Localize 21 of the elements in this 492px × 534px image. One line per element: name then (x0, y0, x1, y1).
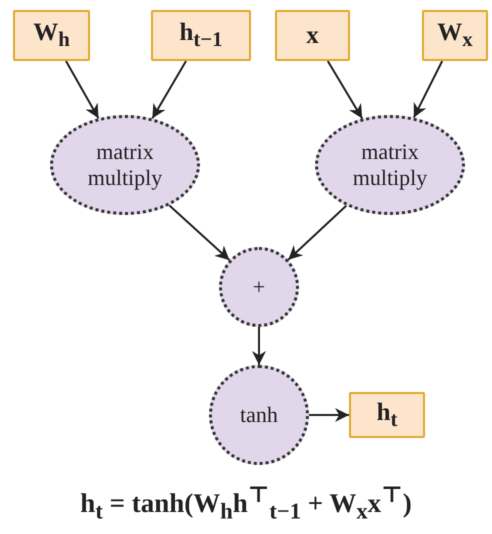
arrow (412, 60, 444, 118)
node-label: h$_{t−1}$ (179, 19, 223, 52)
node-label: matrix multiply (86, 138, 164, 192)
arrow (309, 408, 349, 422)
node-label: + (252, 274, 266, 300)
node-label: W$_{x}$ (437, 19, 473, 52)
variable-box (349, 392, 425, 438)
variable-box (151, 10, 251, 61)
arrow (168, 204, 230, 261)
equation: h$_{t}$ = tanh(W$_{h}$h$^{⊤}$$_{t−1}$ + W$_{x}$x$^{⊤}$) (79, 482, 413, 524)
arrow (252, 327, 266, 365)
node-label: matrix multiply (352, 138, 428, 192)
variable-box (13, 10, 90, 61)
node-label: x (306, 22, 319, 50)
variable-box (275, 10, 350, 61)
variable-box (422, 10, 488, 61)
operation-ellipse (219, 247, 299, 327)
node-label: h$_{t}$ (376, 398, 398, 432)
node-label: tanh (240, 402, 278, 428)
node-label: W$_{h}$ (33, 19, 70, 52)
arrow (288, 204, 348, 260)
